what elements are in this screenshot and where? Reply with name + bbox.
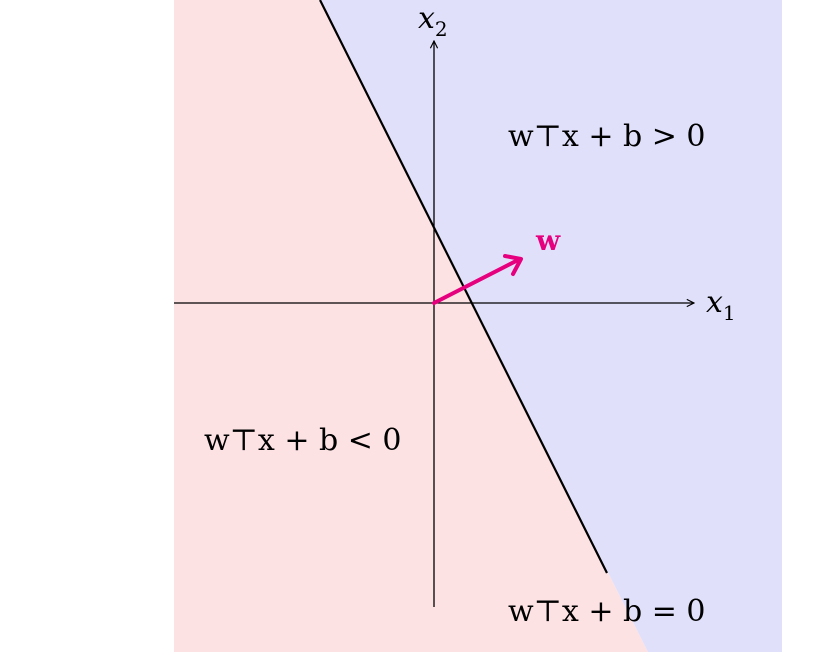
- positive-region-label: w⊤x + b > 0: [508, 119, 706, 154]
- positive-region: [320, 0, 782, 652]
- x2-axis-label: x2: [418, 1, 448, 41]
- weight-vector: [432, 254, 523, 305]
- boundary-label: w⊤x + b = 0: [508, 594, 706, 629]
- negative-region: [174, 0, 648, 652]
- x1-axis-label: x1: [706, 285, 736, 325]
- weight-vector-label: w: [535, 224, 561, 257]
- negative-region-label: w⊤x + b < 0: [204, 423, 402, 458]
